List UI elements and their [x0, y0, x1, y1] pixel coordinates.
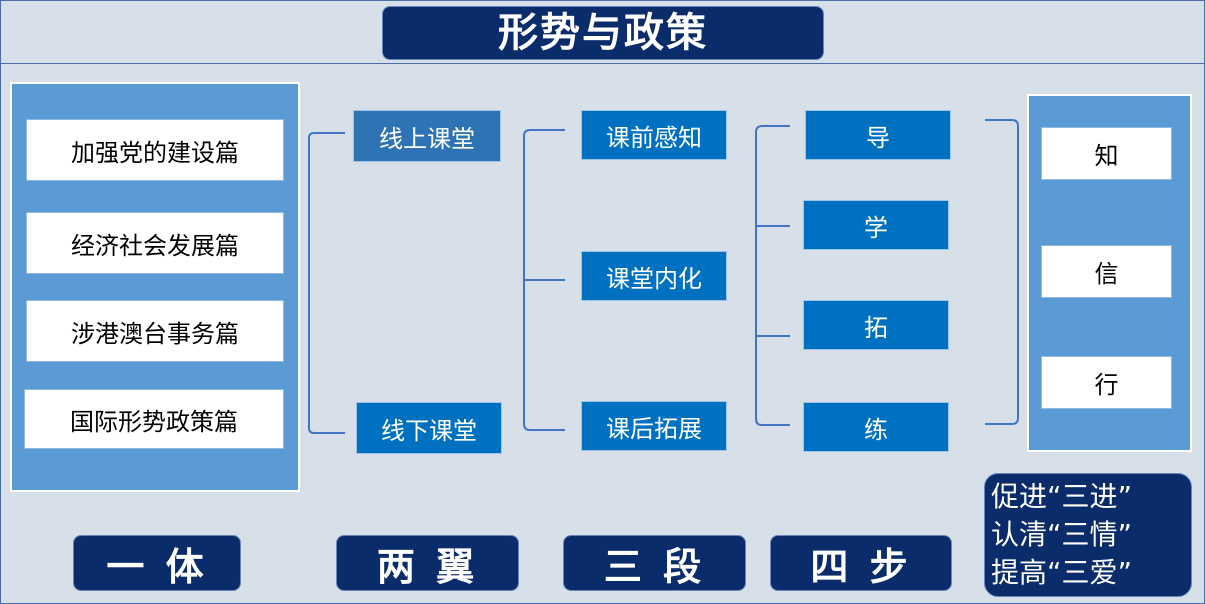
bracket-modules-wings — [308, 132, 345, 434]
label-four-steps: 四 步 — [770, 535, 952, 591]
slogan-line: 提高“三爱” — [991, 556, 1133, 589]
goal-know: 知 — [1041, 127, 1172, 180]
goal-believe: 信 — [1041, 245, 1172, 298]
slogan-line: 促进“三进” — [991, 480, 1133, 513]
stage-in-class: 课堂内化 — [581, 251, 727, 301]
stage-before-class: 课前感知 — [581, 110, 727, 160]
slogan-line: 认清“三情” — [991, 518, 1133, 551]
page-title: 形势与政策 — [382, 6, 824, 60]
step-learn: 学 — [803, 200, 949, 250]
wing-online: 线上课堂 — [353, 110, 501, 162]
bracket-steps-goals — [985, 119, 1019, 425]
label-one-body: 一 体 — [73, 535, 241, 591]
stage-after-class: 课后拓展 — [581, 401, 727, 451]
goal-act: 行 — [1041, 356, 1172, 409]
wing-offline: 线下课堂 — [356, 402, 502, 454]
module-international: 国际形势政策篇 — [24, 389, 284, 449]
step-expand: 拓 — [803, 300, 949, 350]
bracket-stages-steps — [755, 125, 790, 426]
title-divider — [1, 63, 1204, 64]
label-two-wings: 两 翼 — [336, 535, 519, 591]
module-economic-social: 经济社会发展篇 — [26, 212, 284, 274]
label-three-stages: 三 段 — [563, 535, 746, 591]
step-guide: 导 — [805, 110, 951, 160]
step-practice: 练 — [803, 402, 949, 452]
slogans-box: 促进“三进” 认清“三情” 提高“三爱” — [984, 473, 1192, 597]
module-party-building: 加强党的建设篇 — [26, 119, 284, 181]
module-hk-macau-taiwan: 涉港澳台事务篇 — [26, 300, 284, 362]
